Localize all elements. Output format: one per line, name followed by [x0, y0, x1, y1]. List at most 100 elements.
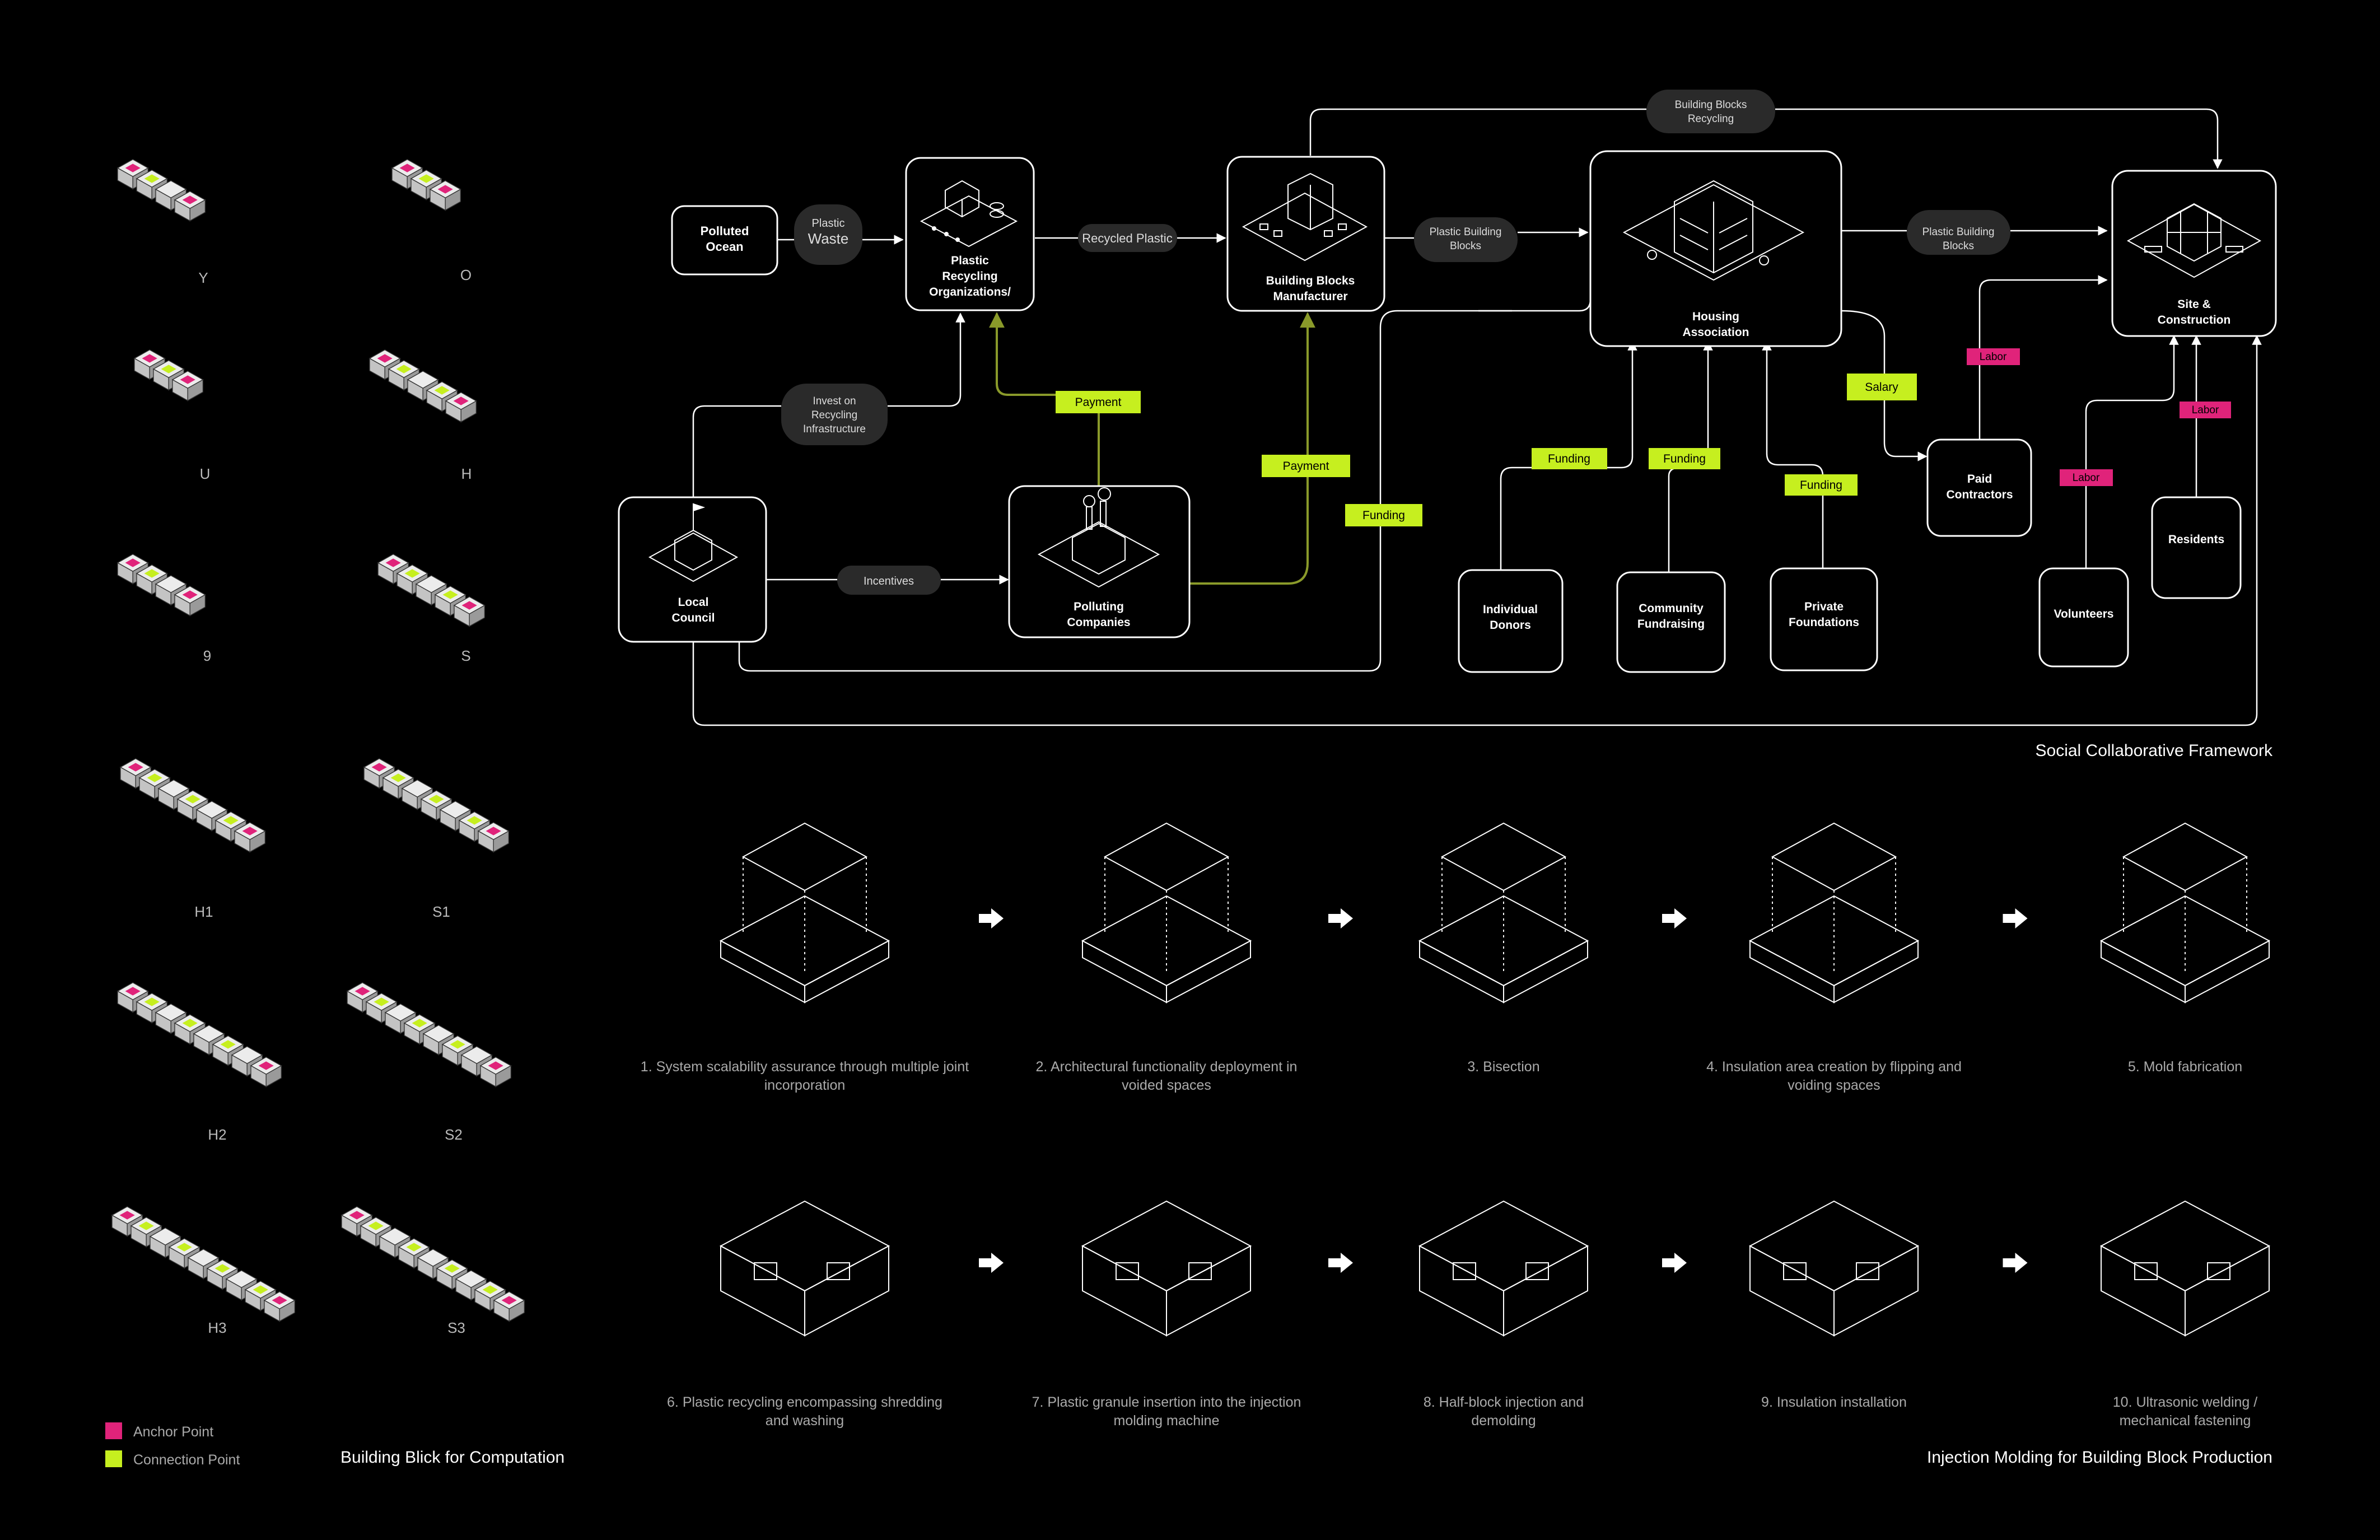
building-block-S1: S1 — [363, 758, 510, 920]
node-residents[interactable]: Residents — [2151, 496, 2242, 599]
building-block-H3: H3 — [111, 1206, 296, 1336]
molding-step-2: 2. Architectural functionality deploymen… — [1036, 822, 1297, 1093]
node-label: Volunteers — [2054, 608, 2114, 620]
pill-recycled-plastic: Recycled Plastic — [1078, 224, 1177, 252]
pill-label: Recycling — [1688, 113, 1734, 125]
molding-step-1: 1. System scalability assurance through … — [641, 822, 969, 1093]
building-block-H2: H2 — [116, 982, 282, 1143]
node-polluting-companies[interactable]: Polluting Companies — [1008, 485, 1191, 638]
block-label: Y — [198, 269, 208, 286]
node-label: Donors — [1490, 619, 1531, 632]
tag-label: Payment — [1283, 460, 1329, 473]
node-label: Individual — [1483, 603, 1538, 616]
block-label: O — [460, 267, 472, 283]
building-block-U: U — [133, 349, 210, 482]
node-housing-association[interactable]: Housing Association — [1589, 150, 1842, 347]
anchor-point-swatch — [105, 1422, 122, 1439]
node-recycling-organizations[interactable]: Plastic Recycling Organizations/ — [905, 157, 1035, 311]
node-label: Local — [678, 596, 709, 609]
node-community-fundraising[interactable]: Community Fundraising — [1616, 571, 1726, 673]
tag-funding-community: Funding — [1649, 448, 1720, 469]
building-block-Y: Y — [116, 158, 208, 286]
block-label: H — [461, 465, 472, 482]
node-label: Council — [672, 612, 715, 624]
housing-building-icon — [1622, 180, 1805, 281]
block-label: H1 — [194, 903, 213, 920]
node-private-foundations[interactable]: Private Foundations — [1770, 567, 1878, 671]
next-step-arrow-icon — [1662, 908, 1687, 928]
next-step-arrow-icon — [2003, 908, 2028, 928]
node-polluted-ocean[interactable]: Polluted Ocean — [671, 205, 778, 276]
pill-label: Blocks — [1943, 240, 1974, 252]
node-label: Residents — [2168, 533, 2224, 546]
node-volunteers[interactable]: Volunteers — [2038, 567, 2129, 668]
step-caption: and washing — [766, 1413, 844, 1429]
step-illustration — [1748, 822, 1920, 1004]
molding-step-7: 7. Plastic granule insertion into the in… — [1032, 1200, 1301, 1429]
tag-label: Salary — [1865, 381, 1898, 394]
tag-label: Payment — [1075, 396, 1122, 409]
tag-labor-residents: Labor — [2180, 402, 2231, 418]
factory-icon — [1242, 172, 1368, 262]
node-label: Manufacturer — [1273, 290, 1347, 303]
block-label: H3 — [208, 1319, 226, 1336]
node-label: Plastic — [951, 254, 989, 267]
node-label: Community — [1639, 602, 1704, 615]
step-caption: 9. Insulation installation — [1761, 1394, 1907, 1410]
step-caption: demolding — [1471, 1413, 1536, 1429]
pill-plastic-waste: Plastic Waste — [794, 204, 862, 265]
molding-step-5: 5. Mold fabrication — [2099, 822, 2271, 1075]
building-block-S: S — [377, 553, 486, 664]
step-illustration — [1418, 822, 1589, 1004]
node-site-construction[interactable]: Site & Construction — [2111, 170, 2277, 337]
polluting-factory-icon — [1037, 487, 1160, 588]
step-caption: incorporation — [764, 1077, 846, 1093]
flow-tags: Payment Payment Funding Funding Funding … — [1056, 348, 2231, 526]
node-label: Polluted — [701, 224, 749, 238]
legend-anchor-label: Anchor Point — [133, 1424, 213, 1440]
next-step-arrow-icon — [1662, 1253, 1687, 1273]
step-illustration — [1081, 1200, 1252, 1337]
step-caption: molding machine — [1114, 1413, 1220, 1429]
node-building-blocks-manufacturer[interactable]: Building Blocks Manufacturer — [1226, 156, 1385, 312]
tag-payment-2: Payment — [1262, 455, 1350, 477]
building-block-H1: H1 — [119, 758, 266, 920]
step-illustration — [719, 822, 890, 1004]
tag-label: Funding — [1663, 452, 1706, 465]
molding-step-10: 10. Ultrasonic welding /mechanical faste… — [2099, 1200, 2271, 1429]
step-caption: 1. System scalability assurance through … — [641, 1059, 969, 1075]
pill-invest-recycling: Invest on Recycling Infrastructure — [781, 384, 888, 445]
node-label: Private — [1804, 600, 1844, 613]
molding-steps: 1. System scalability assurance through … — [641, 822, 2271, 1429]
node-label: Organizations/ — [929, 286, 1011, 298]
pill-label: Invest on — [813, 395, 856, 407]
step-caption: 4. Insulation area creation by flipping … — [1706, 1059, 1962, 1075]
flow-pills: Plastic Waste Recycled Plastic Plastic B… — [781, 90, 2010, 595]
block-label: S1 — [432, 903, 450, 920]
node-paid-contractors[interactable]: Paid Contractors — [1926, 438, 2032, 537]
council-building-icon — [648, 503, 739, 582]
pill-plastic-building-blocks-2: Plastic Building Blocks — [1907, 210, 2010, 255]
next-step-arrow-icon — [1328, 1253, 1353, 1273]
pill-label: Recycling — [811, 409, 857, 421]
tag-label: Funding — [1548, 452, 1590, 465]
tag-payment-1: Payment — [1056, 391, 1141, 413]
pill-label: Plastic Building — [1922, 226, 1995, 238]
step-caption: voiding spaces — [1788, 1077, 1880, 1093]
node-individual-donors[interactable]: Individual Donors — [1458, 569, 1564, 673]
node-label: Site & — [2177, 298, 2211, 311]
next-step-arrow-icon — [2003, 1253, 2028, 1273]
pill-incentives: Incentives — [837, 566, 941, 595]
node-local-council[interactable]: Local Council — [618, 496, 767, 643]
molding-step-9: 9. Insulation installation — [1748, 1200, 1920, 1410]
step-illustration — [1748, 1200, 1920, 1337]
step-illustration — [1081, 822, 1252, 1004]
node-label: Ocean — [706, 240, 743, 254]
legend: Anchor Point Connection Point — [105, 1422, 240, 1468]
pill-label: Incentives — [864, 575, 914, 587]
node-label: Contractors — [1946, 488, 2013, 501]
framework-nodes: Polluted Ocean Plastic Recycling Organiz… — [618, 150, 2277, 673]
step-caption: 3. Bisection — [1467, 1059, 1539, 1075]
next-step-arrow-icon — [979, 1253, 1004, 1273]
